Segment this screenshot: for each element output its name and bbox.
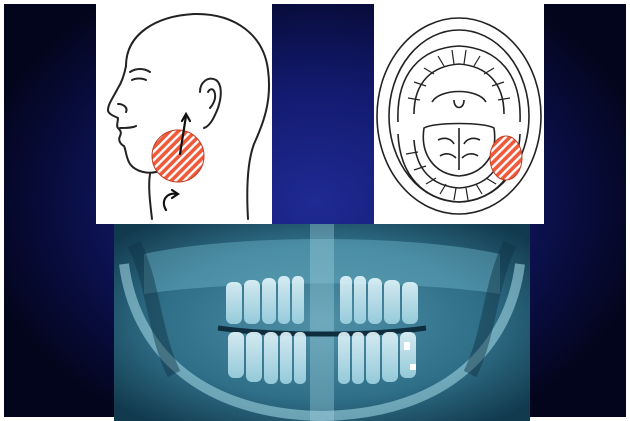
- open-mouth-illustration: [374, 4, 544, 224]
- head-profile-illustration: [96, 4, 272, 224]
- panoramic-xray: [114, 224, 530, 421]
- open-mouth-icon: [374, 4, 544, 224]
- dental-xray-image: [114, 224, 530, 421]
- head-profile-icon: [96, 4, 272, 224]
